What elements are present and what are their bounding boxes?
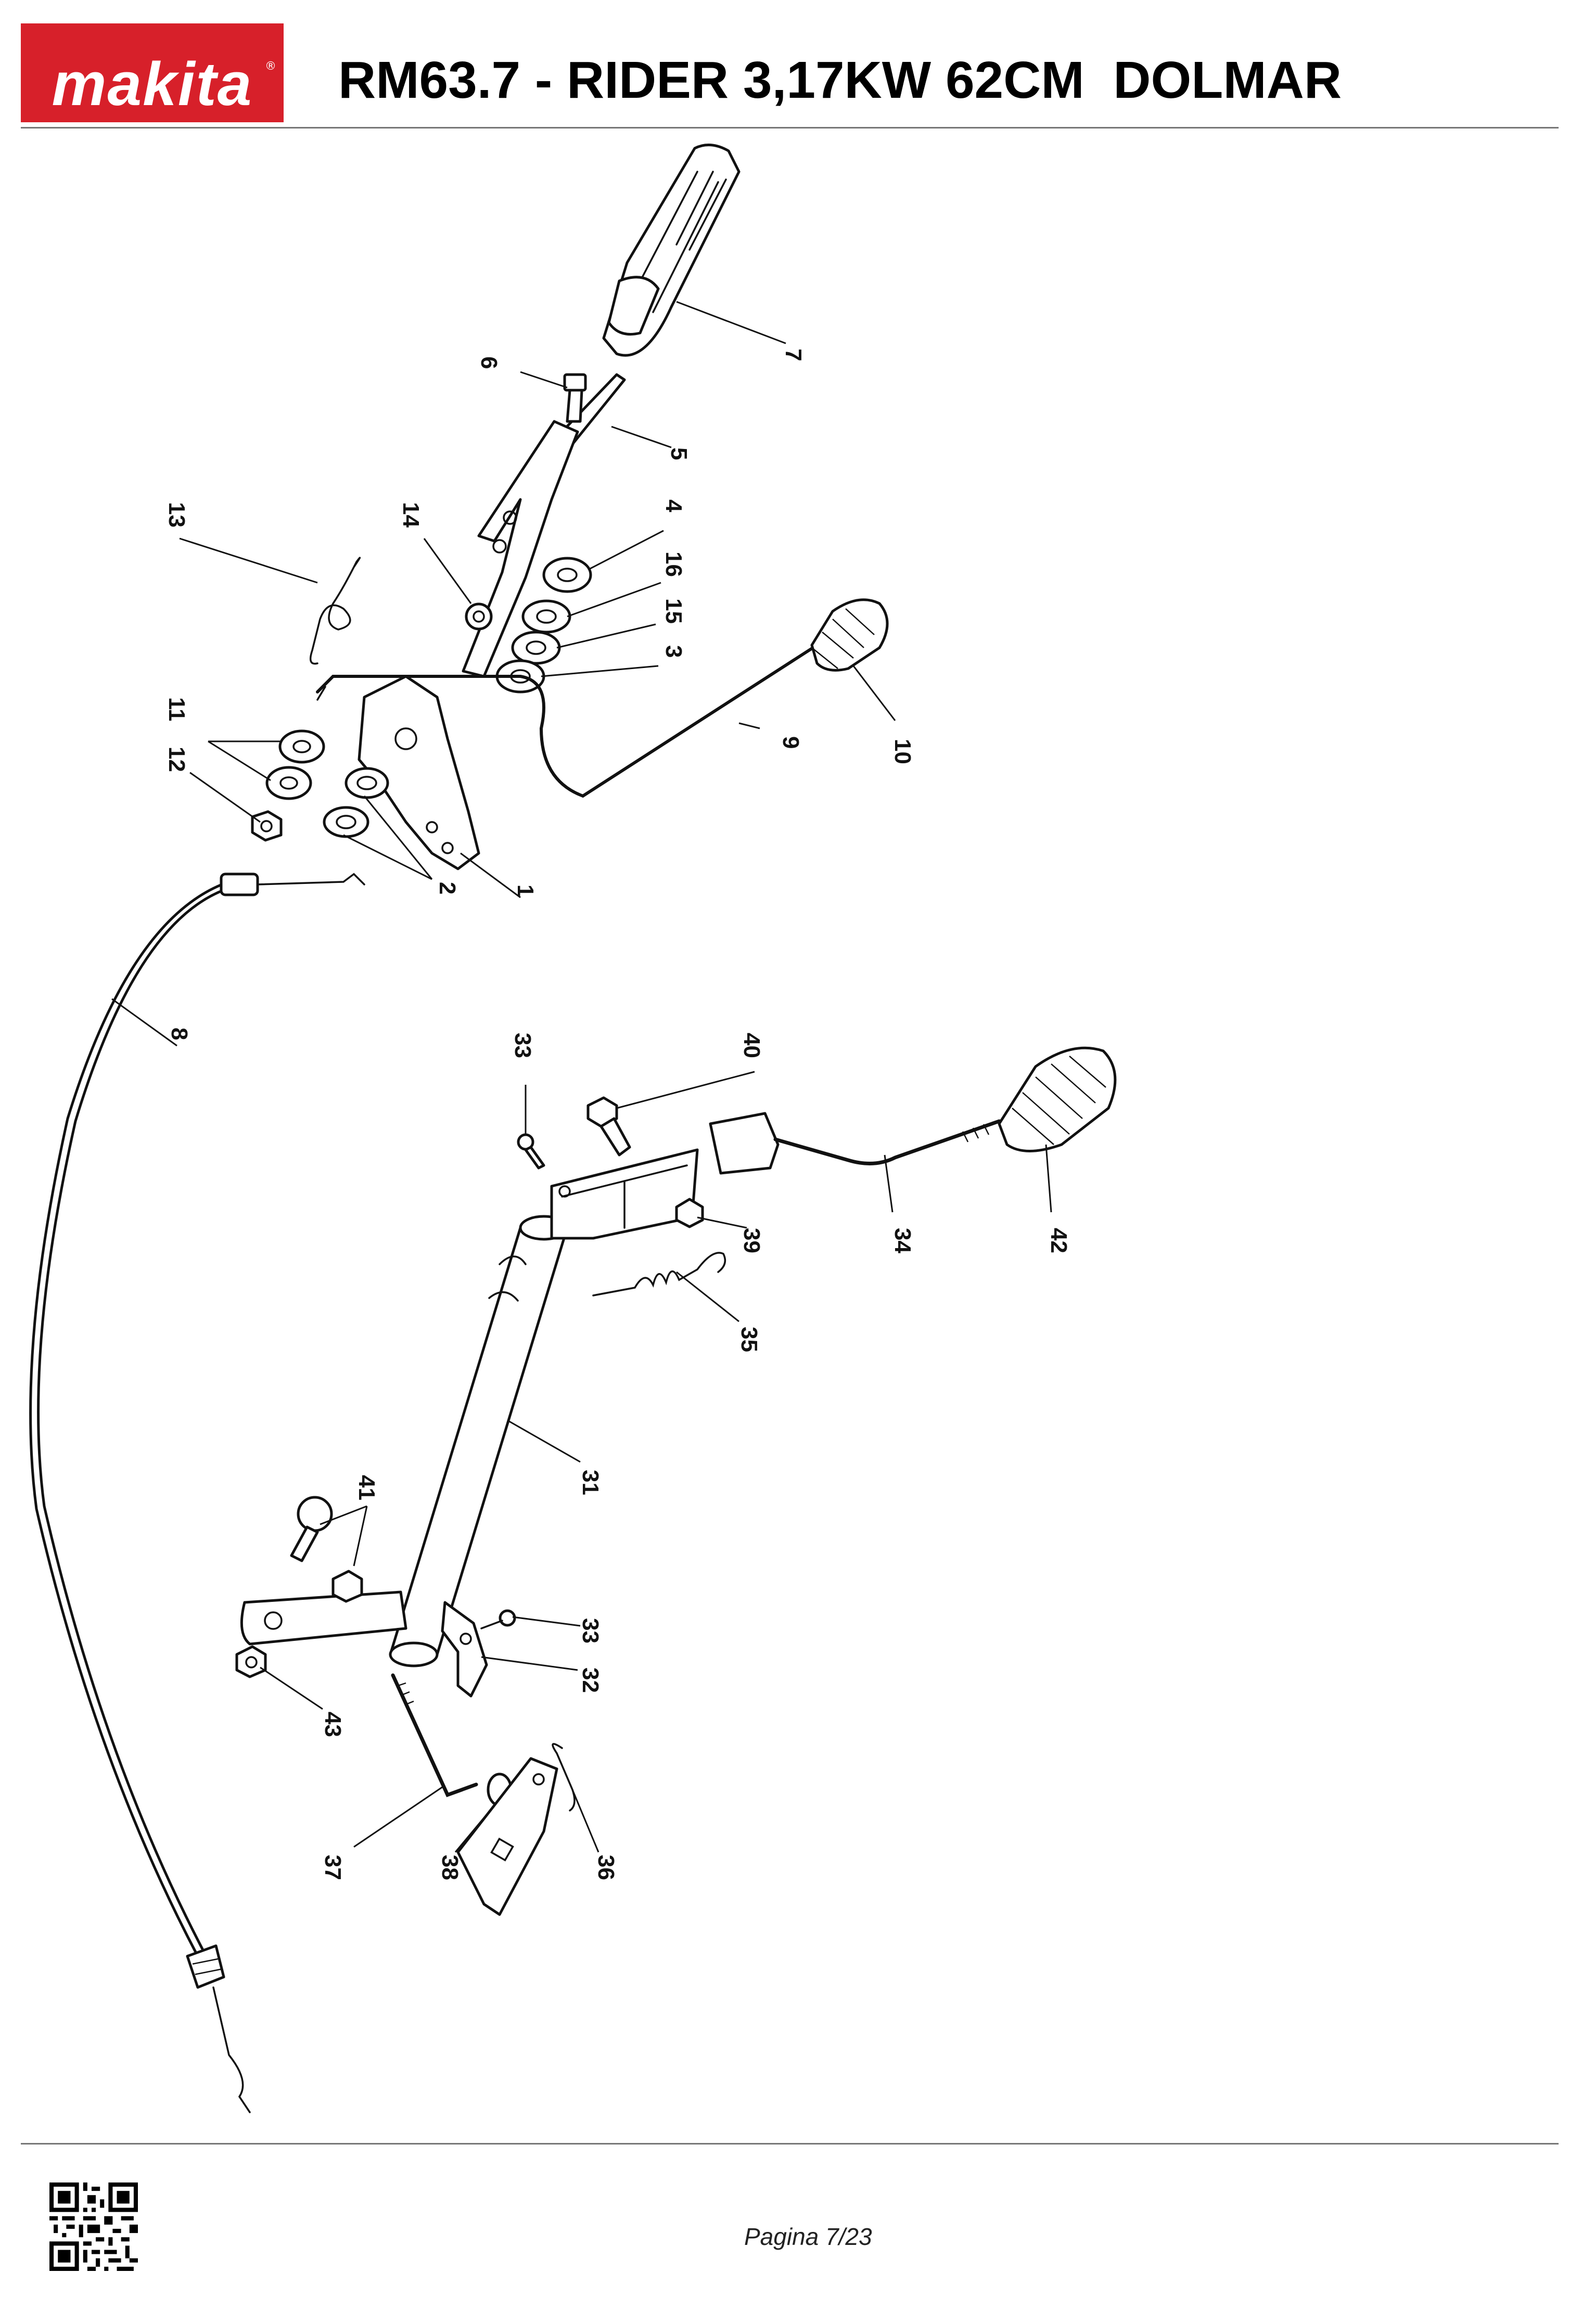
callout-5: 5 [666, 447, 692, 460]
part-35-spring [592, 1252, 726, 1296]
part-32-plate [441, 1601, 488, 1698]
header-divider [21, 127, 1559, 129]
part-13-spring [309, 557, 361, 665]
callout-2: 2 [435, 882, 460, 894]
part-7-grip [602, 144, 741, 357]
callout-39: 37 [320, 1855, 346, 1880]
callout-41: 43 [320, 1712, 346, 1737]
callout-11: 11 [164, 697, 189, 722]
callout-43: 38 [437, 1855, 463, 1880]
callout-1: 1 [513, 884, 538, 897]
part-10-knob [810, 598, 889, 672]
callout-10: 10 [890, 739, 915, 764]
part-39-rod [391, 1673, 478, 1797]
callout-33-top: 33 [510, 1033, 535, 1058]
part-8-cable [29, 872, 365, 2113]
callout-16: 16 [661, 551, 686, 577]
page-title: RM63.7 - RIDER 3,17KW 62CM DOLMAR [338, 51, 1342, 109]
part-2-bushings [323, 767, 389, 838]
part-41-nut [235, 1645, 267, 1678]
callout-labels: 7 6 5 4 16 15 3 13 14 11 12 2 1 9 10 8 3… [164, 349, 1071, 1880]
part-12-nut [251, 810, 283, 842]
callout-9: 9 [778, 736, 803, 749]
part-40-ball-joint [290, 1496, 363, 1603]
callout-36: 40 [739, 1033, 764, 1058]
makita-logo: makita ® [21, 23, 284, 122]
page-number: Pagina 7/23 [744, 2223, 872, 2250]
callout-38: 42 [1046, 1228, 1071, 1253]
callout-40: 41 [354, 1475, 379, 1500]
parts-diagram: 7 6 5 4 16 15 3 13 14 11 12 2 1 9 10 8 3… [29, 144, 1117, 2113]
part-31-upper-bracket [550, 1148, 699, 1240]
part-14-nut [465, 602, 493, 631]
part-33-screw-bottom [480, 1609, 516, 1629]
callout-12: 12 [164, 747, 189, 772]
callout-42: 36 [593, 1855, 619, 1880]
callout-7: 7 [781, 349, 806, 361]
part-38-knob [998, 1046, 1117, 1152]
part-9-control-rod [316, 644, 819, 798]
part-11-washers [265, 729, 325, 800]
part-36-bolt [586, 1096, 631, 1157]
callout-35: 35 [736, 1327, 762, 1352]
leader-lines [111, 301, 1052, 1853]
part-31-main-tube [389, 1215, 569, 1667]
callout-31: 31 [578, 1470, 603, 1495]
part-4-washer [542, 557, 592, 593]
callout-32: 32 [578, 1667, 603, 1693]
part-37-nut [675, 1198, 704, 1228]
part-43-link-plate [456, 1757, 558, 1916]
callout-6: 6 [476, 356, 502, 369]
part-6-bolt [563, 373, 587, 423]
callout-4: 4 [661, 499, 686, 512]
footer-divider [21, 2143, 1559, 2145]
callout-3: 3 [661, 645, 686, 658]
callout-33-bottom: 33 [578, 1618, 603, 1644]
callout-15: 15 [661, 598, 686, 624]
callout-34: 34 [890, 1228, 915, 1253]
part-42-clip [552, 1743, 576, 1812]
logo-wordmark: makita [52, 50, 253, 119]
callout-13: 13 [164, 502, 189, 528]
callout-8: 8 [167, 1028, 192, 1040]
part-15-washer [511, 631, 561, 665]
qr-code-icon [49, 2182, 138, 2271]
callout-37: 39 [739, 1228, 764, 1253]
part-33-screw-top [517, 1133, 545, 1170]
part-16-washer [521, 599, 571, 634]
part-31-lower-bracket [240, 1590, 407, 1646]
part-34-shift-lever [709, 1112, 1001, 1175]
registered-mark-icon: ® [265, 60, 276, 73]
callout-14: 14 [398, 502, 424, 528]
